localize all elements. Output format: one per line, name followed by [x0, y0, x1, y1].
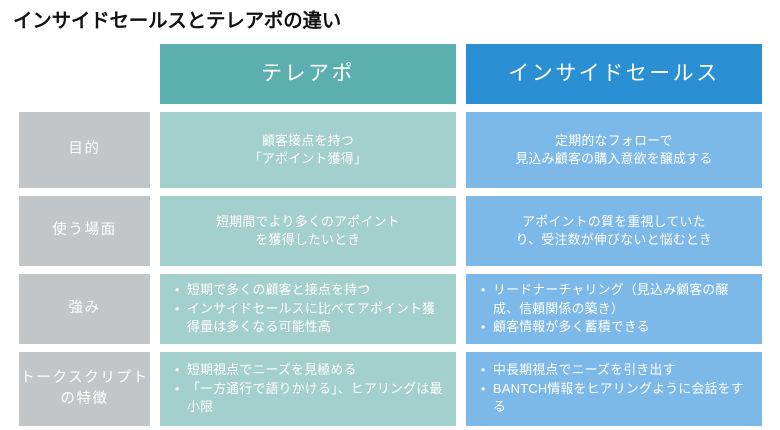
page-title: インサイドセールスとテレアポの違い [13, 10, 342, 32]
list-item: 短期で多くの顧客と接点を持つ [175, 281, 448, 299]
cell-line: り、受注数が伸びないと悩むとき [515, 232, 713, 247]
cell-line: 定期的なフォローで [555, 132, 673, 148]
list-item: リードナーチャリング（見込み顧客の醸成、信頼関係の築き） [481, 281, 754, 318]
bullet-list: 中長期視点でニーズを引き出す BANTCH情報をヒアリングように会話をする [480, 361, 754, 416]
list-item: インサイドセールスに比べてアポイント獲得量は多くなる可能性高 [175, 300, 448, 337]
cell-teleapo-talk-script: 短期視点でニーズを見極める 「一方通行で語りかける」、ヒアリングは最小限 [160, 352, 456, 426]
bullet-list: 短期視点でニーズを見極める 「一方通行で語りかける」、ヒアリングは最小限 [174, 361, 448, 416]
cell-line: を獲得したいとき [255, 232, 361, 247]
cell-inside-sales-use-case: アポイントの質を重視していた り、受注数が伸びないと悩むとき [466, 196, 762, 266]
list-item: BANTCH情報をヒアリングように会話をする [481, 380, 754, 417]
cell-inside-sales-purpose: 定期的なフォローで 見込み顧客の購入意欲を醸成する [466, 112, 762, 188]
cell-line: 「アポイント獲得」 [248, 151, 368, 166]
cell-teleapo-use-case: 短期間でより多くのアポイント を獲得したいとき [160, 196, 456, 266]
cell-line: アポイントの質を重視していた [522, 213, 706, 229]
cell-line: 顧客接点を持つ [261, 132, 354, 148]
list-item: 「一方通行で語りかける」、ヒアリングは最小限 [175, 380, 448, 417]
row-label-use-case: 使う場面 [19, 196, 150, 266]
column-header-inside-sales: インサイドセールス [466, 44, 762, 104]
cell-inside-sales-talk-script: 中長期視点でニーズを引き出す BANTCH情報をヒアリングように会話をする [466, 352, 762, 426]
row-label-strengths: 強み [19, 274, 150, 344]
cell-line: 見込み顧客の購入意欲を醸成する [515, 151, 713, 166]
column-header-teleapo: テレアポ [160, 44, 456, 104]
list-item: 中長期視点でニーズを引き出す [481, 361, 754, 379]
bullet-list: 短期で多くの顧客と接点を持つ インサイドセールスに比べてアポイント獲得量は多くな… [174, 281, 448, 336]
row-label-talk-script: トークスクリプトの特徴 [19, 352, 150, 426]
cell-teleapo-purpose: 顧客接点を持つ 「アポイント獲得」 [160, 112, 456, 188]
list-item: 短期視点でニーズを見極める [175, 361, 448, 379]
table-header-corner [19, 44, 150, 104]
cell-line: 短期間でより多くのアポイント [216, 213, 400, 229]
list-item: 顧客情報が多く蓄積できる [481, 318, 754, 336]
bullet-list: リードナーチャリング（見込み顧客の醸成、信頼関係の築き） 顧客情報が多く蓄積でき… [480, 281, 754, 336]
comparison-table: テレアポ インサイドセールス 目的 顧客接点を持つ 「アポイント獲得」 定期的な… [19, 44, 763, 426]
row-label-purpose: 目的 [19, 112, 150, 188]
cell-inside-sales-strengths: リードナーチャリング（見込み顧客の醸成、信頼関係の築き） 顧客情報が多く蓄積でき… [466, 274, 762, 344]
cell-teleapo-strengths: 短期で多くの顧客と接点を持つ インサイドセールスに比べてアポイント獲得量は多くな… [160, 274, 456, 344]
